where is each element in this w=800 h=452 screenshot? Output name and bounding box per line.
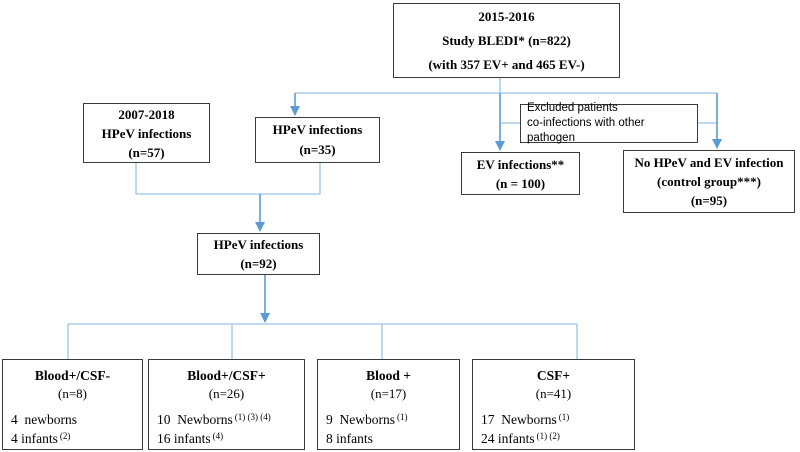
row-text: 4 newborns: [11, 412, 77, 427]
hpev-2007-count: (n=57): [128, 144, 165, 160]
row-text: 16 infants: [157, 431, 211, 446]
outcome-count: (n=8): [58, 386, 87, 401]
row-text: 17 Newborns: [481, 412, 557, 427]
control-subtitle: (control group***): [657, 174, 761, 189]
row-text: 24 infants: [481, 431, 535, 446]
outcome-row: 9 Newborns(1): [318, 411, 459, 430]
control-label: No HPeV and EV infection: [634, 155, 784, 170]
plain-connectors: [67, 78, 717, 359]
row-text: 8 infants: [326, 431, 373, 446]
outcome-box-blood-pos: Blood + (n=17) 9 Newborns(1) 8 infants: [317, 359, 460, 450]
hpev-35-label: HPeV infections: [272, 122, 363, 137]
row-text: 10 Newborns: [157, 412, 233, 427]
arrow-connectors: [255, 93, 722, 323]
outcome-title: Blood +: [366, 368, 411, 383]
study-ev-split: (with 357 EV+ and 465 EV-): [428, 56, 585, 72]
control-count: (n=95): [690, 193, 728, 208]
hpev-92-box: HPeV infections (n=92): [197, 233, 320, 275]
row-superscript: (1) (3) (4): [234, 412, 271, 422]
excluded-line2: co-infections with other pathogen: [527, 117, 648, 144]
study-bledi-box: 2015-2016 Study BLEDI* (n=822) (with 357…: [393, 3, 620, 78]
row-superscript: (1) (2): [536, 431, 560, 441]
outcome-box-blood-pos-csf-pos: Blood+/CSF+ (n=26) 10 Newborns(1) (3) (4…: [148, 359, 305, 450]
outcome-box-blood-pos-csf-neg: Blood+/CSF- (n=8) 4 newborns 4 infants(2…: [2, 359, 143, 450]
ev-count: (n = 100): [495, 175, 546, 191]
outcome-count: (n=26): [208, 386, 245, 401]
hpev-2007-2018-box: 2007-2018 HPeV infections (n=57): [83, 103, 210, 163]
hpev-92-label: HPeV infections: [213, 237, 304, 252]
study-name: Study BLEDI* (n=822): [442, 32, 571, 48]
outcome-title: Blood+/CSF+: [187, 368, 266, 383]
outcome-row: 24 infants(1) (2): [473, 430, 634, 449]
outcome-count: (n=41): [535, 386, 572, 401]
hpev-35-box: HPeV infections (n=35): [255, 117, 380, 163]
outcome-box-csf-pos: CSF+ (n=41) 17 Newborns(1) 24 infants(1)…: [472, 359, 635, 450]
row-text: 9 Newborns: [326, 412, 395, 427]
outcome-title: Blood+/CSF-: [34, 368, 111, 383]
hpev-35-count: (n=35): [299, 142, 336, 157]
outcome-row: 4 infants(2): [3, 430, 142, 449]
hpev-2007-label: HPeV infections: [101, 125, 192, 141]
outcome-row: 10 Newborns(1) (3) (4): [149, 411, 304, 430]
excluded-patients-box: Excluded patients co-infections with oth…: [520, 102, 698, 144]
ev-label: EV infections**: [476, 156, 565, 172]
row-text: 4 infants: [11, 431, 58, 446]
hpev-92-count: (n=92): [240, 256, 277, 271]
study-years: 2015-2016: [478, 8, 535, 24]
outcome-count: (n=17): [370, 386, 407, 401]
row-superscript: (1): [558, 412, 570, 422]
excluded-line1: Excluded patients: [527, 102, 618, 114]
outcome-title: CSF+: [536, 368, 571, 383]
row-superscript: (1): [397, 412, 408, 422]
hpev-2007-years: 2007-2018: [118, 106, 175, 122]
control-group-box: No HPeV and EV infection (control group*…: [623, 150, 795, 213]
outcome-row: 4 newborns: [3, 411, 142, 430]
row-superscript: (4): [212, 431, 224, 441]
ev-infections-box: EV infections** (n = 100): [461, 152, 580, 195]
outcome-row: 8 infants: [318, 430, 459, 449]
outcome-row: 16 infants(4): [149, 430, 304, 449]
row-superscript: (2): [59, 431, 71, 441]
outcome-row: 17 Newborns(1): [473, 411, 634, 430]
